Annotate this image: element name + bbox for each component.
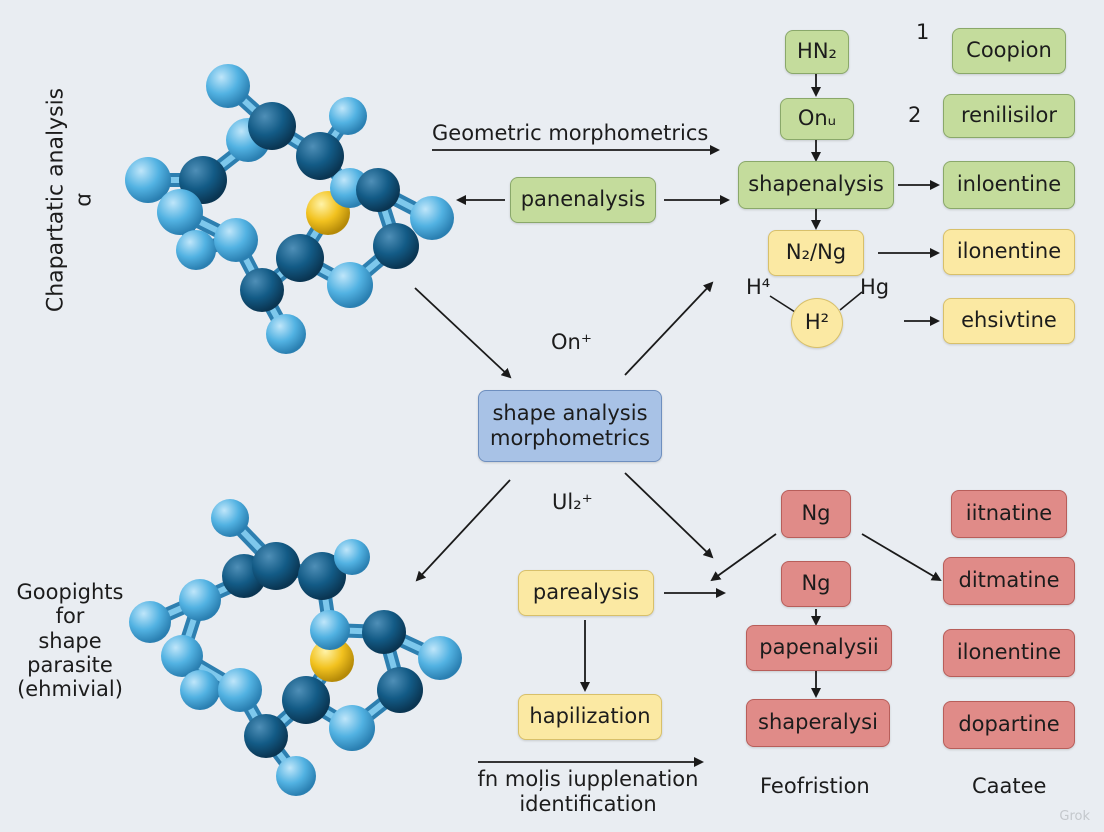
bottom-caption-line2: identification [519,792,657,817]
molecule-bottom [129,499,462,796]
atom-light [179,579,221,621]
atom-light [211,499,249,537]
label-geometric-morphometrics: Geometric morphometrics [432,121,709,145]
arrow-13 [624,472,714,559]
atom-light [327,262,373,308]
atom-light [218,668,262,712]
atom-dark [276,234,324,282]
side-label-bottom-line4: parasite [27,653,113,678]
node-dopartine[interactable]: dopartine [943,701,1075,749]
side-label-top-line1: Chapartatic analysis [43,87,69,313]
arrow-11 [414,287,512,379]
node-ehsivtine[interactable]: ehsivtine [943,298,1075,344]
atom-light [129,601,171,643]
node-hn2[interactable]: HN₂ [785,30,849,74]
node-ilonentine-red[interactable]: ilonentine [943,629,1075,677]
atom-light [214,218,258,262]
side-label-bottom: Goopights for shape parasite (ehmivial) [10,580,130,702]
node-coopion[interactable]: Coopion [952,28,1066,74]
atom-dark [252,542,300,590]
node-inloentine[interactable]: inloentine [943,161,1075,209]
node-parealysis[interactable]: parealysis [518,570,654,616]
atom-dark [296,132,344,180]
label-number-1: 1 [916,20,930,44]
atom-light [276,756,316,796]
atom-center [310,638,354,682]
atom-light [125,157,171,203]
side-label-top: Chapartatic analysis ꭤ [43,88,98,312]
node-ilonentine-yellow[interactable]: ilonentine [943,229,1075,275]
side-label-bottom-line2: for [55,604,85,629]
label-h4: H⁴ [746,275,771,299]
atom-light [418,636,462,680]
arrow-12 [415,479,511,582]
label-number-2: 2 [908,103,922,127]
column-label-caatee: Caatee [972,774,1047,798]
arrow-16 [710,533,777,582]
atom-light [161,635,203,677]
atom-light [266,314,306,354]
connector-arrows [414,74,942,767]
label-ul-plus: Ul₂⁺ [552,490,593,514]
arrow-10 [624,281,714,376]
atom-light [410,196,454,240]
atom-dark [356,168,400,212]
center-box-line1: shape analysis [492,400,648,425]
node-hapilization[interactable]: hapilization [518,694,662,740]
molecule-top [125,64,454,354]
node-n2-ng[interactable]: N₂/Ng [768,230,864,276]
watermark-text: Grok [1059,809,1090,824]
bond-h4-h2 [769,295,796,313]
arrow-17 [861,533,942,582]
atom-light [310,610,350,650]
node-ng-bottom[interactable]: Ng [781,561,851,607]
label-on-plus: On⁺ [551,330,592,354]
atom-light [206,64,250,108]
node-papenalysii[interactable]: papenalysii [746,625,892,671]
atom-dark [373,223,419,269]
atom-light [157,189,203,235]
side-label-bottom-line1: Goopights [16,580,124,604]
atom-light [176,230,216,270]
atom-dark [240,268,284,312]
node-ditmatine[interactable]: ditmatine [943,557,1075,605]
atom-light [329,97,367,135]
bottom-caption: fn moļis iupplenation identification [448,767,728,817]
center-box-line2: morphometrics [490,426,650,450]
node-panenalysis[interactable]: panenalysis [510,177,656,223]
node-onh[interactable]: Onᵤ [780,98,854,140]
label-hg: Hg [860,275,890,299]
atom-light [180,670,220,710]
node-shaperalysi[interactable]: shaperalysi [746,699,890,747]
side-label-bottom-line3: shape [38,628,102,653]
atom-dark [377,667,423,713]
bond-hg-h2 [839,291,863,311]
bottom-caption-line1: fn moļis iupplenation [477,767,699,791]
atom-dark [282,676,330,724]
side-label-bottom-line5: (ehmivial) [17,677,123,702]
node-renilisitor[interactable]: renilisilor [943,94,1075,138]
side-label-top-line2: ꭤ [71,193,96,207]
atom-dark [244,714,288,758]
node-shapenalysis[interactable]: shapenalysis [738,161,894,209]
atom-dark [248,102,296,150]
node-iitnatine[interactable]: iitnatine [951,490,1067,538]
atom-dark [298,552,346,600]
atom-light [334,539,370,575]
center-box-shape-analysis[interactable]: shape analysis morphometrics [478,390,662,462]
node-h2[interactable]: H² [791,298,843,348]
column-label-feofristion: Feofristion [760,774,870,798]
atom-light [329,705,375,751]
node-ng-top[interactable]: Ng [781,490,851,538]
atom-dark [362,610,406,654]
